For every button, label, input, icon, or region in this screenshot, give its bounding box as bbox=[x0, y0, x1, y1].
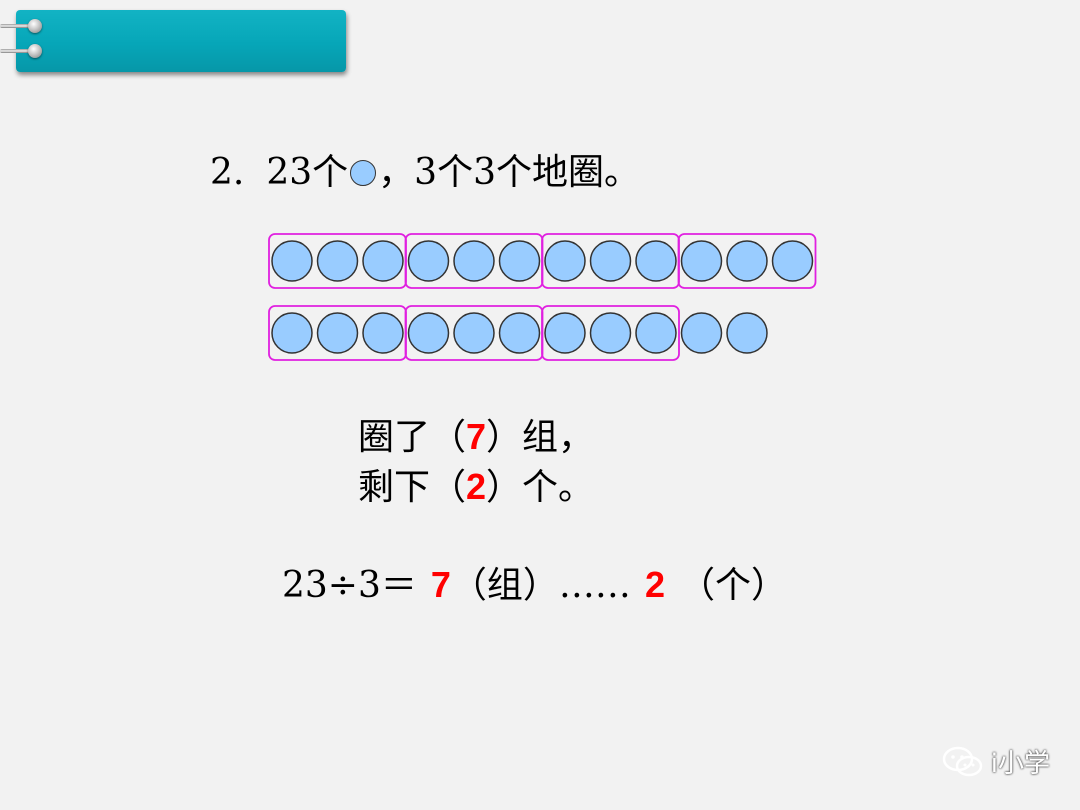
header-tab-bar bbox=[16, 10, 346, 72]
counter-circle bbox=[407, 240, 450, 282]
counter-circle bbox=[362, 312, 404, 354]
counter-circle bbox=[680, 240, 723, 282]
counter-circle bbox=[316, 312, 359, 354]
header-tab bbox=[0, 0, 360, 90]
counter-circle bbox=[771, 240, 814, 282]
question-text-part2: ，3个3个地圈。 bbox=[378, 152, 640, 193]
counter-circle bbox=[635, 312, 677, 354]
answer-remainder-value: 2 bbox=[466, 466, 487, 507]
counter-circle bbox=[453, 240, 495, 282]
counter-circle bbox=[635, 240, 677, 282]
counter-circle bbox=[726, 312, 768, 354]
counter-circle bbox=[498, 312, 541, 354]
answer-remainder-line: 剩下（2）个。 bbox=[358, 464, 594, 511]
group-box bbox=[677, 233, 817, 289]
binder-wire bbox=[0, 49, 36, 53]
counter-circle bbox=[589, 240, 632, 282]
counter-circle bbox=[362, 240, 404, 282]
watermark-text: i小学 bbox=[990, 749, 1050, 779]
equation-unit-items: （个） bbox=[678, 565, 787, 606]
binder-ring-icon bbox=[28, 19, 42, 33]
equation-lhs: 23÷3＝ bbox=[282, 565, 417, 606]
counter-circle bbox=[589, 312, 632, 354]
question-text-part1: 23个 bbox=[266, 152, 349, 193]
watermark: i小学 bbox=[941, 743, 1050, 780]
counter-circle bbox=[726, 240, 768, 282]
equation-quotient: 7 bbox=[430, 564, 451, 605]
equation-remainder: 2 bbox=[644, 564, 665, 605]
answer-groups-value: 7 bbox=[466, 416, 487, 457]
question-text: 2. 23个 ，3个3个地圈。 bbox=[210, 150, 640, 196]
counter-circle bbox=[544, 312, 586, 354]
counter-circle bbox=[271, 312, 313, 354]
answer-groups-prefix: 圈了（ bbox=[358, 417, 467, 458]
counter-circle bbox=[407, 312, 450, 354]
wechat-icon bbox=[942, 746, 983, 776]
question-number: 2. bbox=[210, 152, 245, 193]
answer-groups-suffix: ）组， bbox=[486, 417, 595, 458]
group-box bbox=[541, 305, 680, 361]
division-equation: 23÷3＝ 7（组）…… 2 （个） bbox=[282, 562, 787, 609]
circle-icon bbox=[350, 160, 377, 186]
counter-circle bbox=[316, 240, 359, 282]
binder-wire bbox=[0, 24, 36, 28]
equation-unit-groups: （组）…… bbox=[450, 565, 631, 606]
answer-remainder-suffix: ）个。 bbox=[486, 467, 595, 508]
binder-ring-icon bbox=[28, 44, 42, 58]
counter-circle bbox=[544, 240, 586, 282]
answer-remainder-prefix: 剩下（ bbox=[358, 467, 467, 508]
counter-circle bbox=[498, 240, 541, 282]
counter-circle bbox=[680, 312, 723, 354]
counter-circle bbox=[271, 240, 313, 282]
counter-circle bbox=[453, 312, 495, 354]
answer-groups-line: 圈了（7）组， bbox=[358, 414, 594, 461]
